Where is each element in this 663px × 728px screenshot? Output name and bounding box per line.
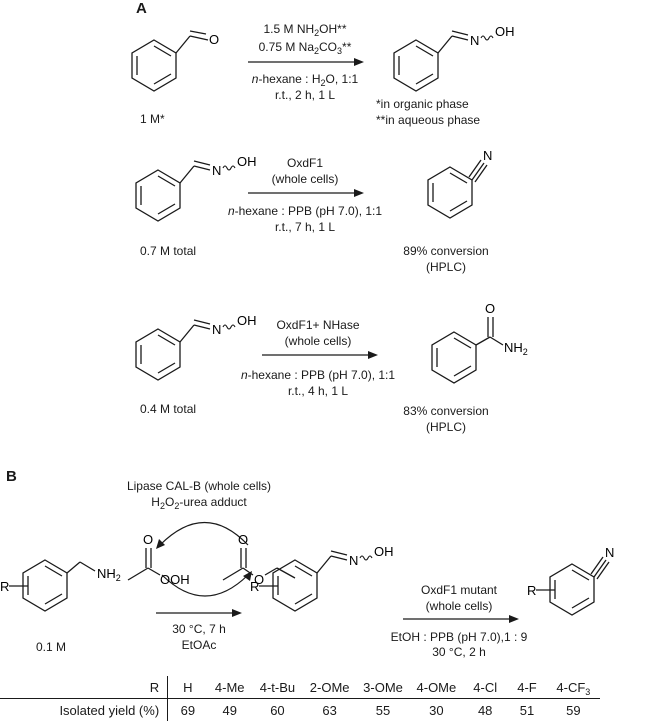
substituent-cell: 4-Cl: [473, 679, 498, 695]
step2-solvent: EtOH : PPB (pH 7.0),1 : 9: [390, 630, 528, 644]
rxn3-oxime-structure: N OH: [135, 313, 257, 381]
yield-cell: 59: [566, 702, 581, 718]
svg-text:O: O: [143, 532, 153, 547]
svg-text:N: N: [605, 545, 614, 560]
ethyl-acetate-structure: O O: [222, 532, 296, 587]
rxn1-reagent-hydroxylamine: 1.5 M NH2OH**: [263, 22, 347, 38]
substituent-cell: 4-Me: [214, 679, 245, 695]
substituent-cell: H: [183, 679, 193, 695]
rxn2-oxime-structure: N OH: [135, 154, 257, 222]
svg-text:OH: OH: [237, 154, 257, 169]
rxn2-conditions: r.t., 7 h, 1 L: [274, 220, 336, 234]
benzaldoxime-structure: N OH: [393, 24, 515, 92]
substituent-cell: 4-t-Bu: [259, 679, 296, 695]
yield-table: R H 4-Me 4-t-Bu 2-OMe 3-OMe 4-OMe 4-Cl 4…: [0, 676, 600, 721]
svg-text:N: N: [212, 163, 221, 178]
rxn1-substrate-conc: 1 M*: [140, 112, 165, 126]
step1-conditions: 30 °C, 7 h: [172, 622, 226, 636]
rxn3-conversion: 83% conversion: [403, 404, 489, 418]
yield-cell: 69: [180, 702, 196, 718]
svg-text:NH2: NH2: [97, 566, 121, 583]
rxn1-arrow: [248, 58, 364, 66]
rxn2-catalyst: OxdF1: [286, 156, 324, 170]
yield-cell: 51: [519, 702, 535, 718]
step1-arrow: [156, 609, 242, 617]
svg-text:OH: OH: [237, 313, 257, 328]
panel-b-oxime-structure: R N OH: [250, 544, 394, 612]
svg-text:O: O: [238, 532, 248, 547]
benzonitrile-structure: N: [427, 148, 492, 219]
rxn2-arrow: [248, 189, 364, 197]
yield-cell: 63: [322, 702, 337, 718]
svg-text:OOH: OOH: [160, 572, 190, 587]
svg-text:OH: OH: [374, 544, 394, 559]
yield-cell: 30: [429, 702, 444, 718]
rxn1-footnote-aqueous: **in aqueous phase: [376, 113, 481, 127]
svg-text:NH2: NH2: [504, 340, 528, 357]
substituent-cell: 4-OMe: [416, 679, 457, 695]
svg-text:O: O: [485, 301, 495, 316]
step2-arrow: [403, 615, 519, 623]
rxn1-reagent-carbonate: 0.75 M Na2CO3**: [258, 40, 352, 56]
rxn3-catalyst: OxdF1+ NHase: [276, 318, 360, 332]
rxn3-substrate-conc: 0.4 M total: [140, 402, 197, 416]
svg-text:R: R: [0, 579, 9, 594]
svg-text:N: N: [349, 553, 358, 568]
rxn3-conditions: r.t., 4 h, 1 L: [287, 384, 349, 398]
benzylamine-structure: R NH2: [0, 559, 121, 612]
rxn2-catalyst-form: (whole cells): [271, 172, 339, 186]
table-row-substituents: R H 4-Me 4-t-Bu 2-OMe 3-OMe 4-OMe 4-Cl 4…: [0, 676, 600, 699]
svg-text:O: O: [254, 572, 264, 587]
rxn3-solvent: n-hexane : PPB (pH 7.0), 1:1: [240, 368, 396, 382]
oxidant-label: H2O2-urea adduct: [151, 495, 247, 511]
panel-a-label: A: [136, 0, 147, 17]
panel-b-substrate-conc: 0.1 M: [36, 640, 67, 654]
yield-cell: 49: [222, 702, 237, 718]
yield-cell: 60: [270, 702, 285, 718]
step2-conditions: 30 °C, 2 h: [432, 645, 486, 659]
row-header-r: R: [0, 676, 169, 699]
lipase-label: Lipase CAL-B (whole cells): [126, 479, 272, 493]
step2-catalyst: OxdF1 mutant: [420, 583, 498, 597]
row-header-yield: Isolated yield (%): [0, 698, 169, 721]
svg-text:N: N: [212, 322, 221, 337]
substituent-cell: 4-F: [517, 679, 537, 695]
oxime-oh-label: OH: [495, 24, 515, 39]
substituent-cell: 2-OMe: [309, 679, 350, 695]
rxn2-conversion: 89% conversion: [403, 244, 489, 258]
svg-text:N: N: [483, 148, 492, 163]
rxn2-substrate-conc: 0.7 M total: [140, 244, 197, 258]
oxime-n-label: N: [470, 33, 479, 48]
yield-cell: 48: [477, 702, 493, 718]
benzaldehyde-structure: O: [131, 30, 219, 92]
rxn2-solvent: n-hexane : PPB (pH 7.0), 1:1: [227, 204, 383, 218]
yield-cell: 55: [375, 702, 391, 718]
aldehyde-o-label: O: [209, 32, 219, 47]
svg-text:R: R: [250, 579, 259, 594]
peracetic-acid-structure: O OOH: [127, 532, 190, 587]
rxn3-arrow: [262, 351, 378, 359]
substituent-cell: 4-CF3: [556, 679, 591, 697]
step2-catalyst-form: (whole cells): [425, 599, 493, 613]
panel-b-nitrile-structure: R N: [527, 545, 614, 616]
panel-b-label: B: [6, 468, 17, 485]
rxn3-method: (HPLC): [425, 420, 467, 434]
rxn1-conditions: r.t., 2 h, 1 L: [274, 88, 336, 102]
benzamide-structure: O NH2: [431, 301, 528, 384]
rxn1-footnote-organic: *in organic phase: [376, 97, 469, 111]
substituent-cell: 3-OMe: [363, 679, 403, 695]
rxn1-solvent: n-hexane : H2O, 1:1: [251, 72, 359, 88]
rxn2-method: (HPLC): [425, 260, 467, 274]
table-row-yields: Isolated yield (%) 69 49 60 63 55 30 48 …: [0, 698, 600, 721]
rxn3-catalyst-form: (whole cells): [284, 334, 352, 348]
step1-solvent: EtOAc: [181, 638, 217, 652]
svg-text:R: R: [527, 583, 536, 598]
